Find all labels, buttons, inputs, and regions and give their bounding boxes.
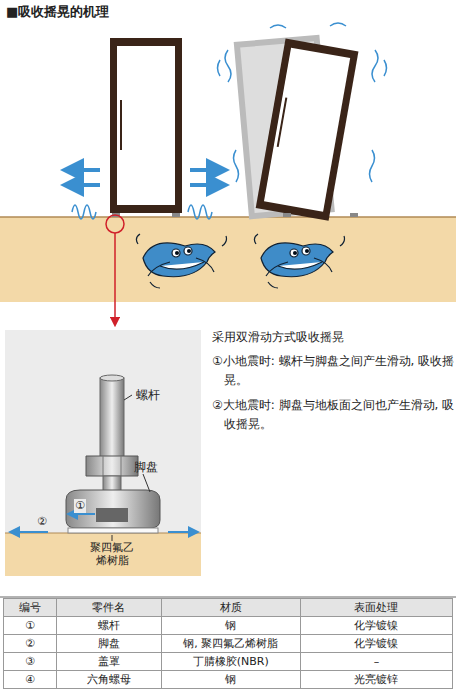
table-cell: 钢, 聚四氟乙烯树脂 (161, 635, 300, 653)
table-cell: 光亮镀锌 (300, 671, 452, 689)
table-cell: 盖罩 (56, 653, 161, 671)
table-header: 编号 (4, 599, 57, 617)
table-cell: 化学镀镍 (300, 617, 452, 635)
table-cell: ④ (4, 671, 57, 689)
table-cell: 六角螺母 (56, 671, 161, 689)
note-text: ②大地震时: 脚盘与地板面之间也产生滑动, 吸收摇晃。 (212, 396, 456, 434)
part-name: 脚盘 (134, 460, 158, 476)
table-cell: 丁腈橡胶(NBR) (161, 653, 300, 671)
table-cell: ① (4, 617, 57, 635)
table-cell: 钢 (161, 671, 300, 689)
table-cell: 脚盘 (56, 635, 161, 653)
note-text: 采用双滑动方式吸收摇晃 (212, 330, 344, 346)
table-cell: – (300, 653, 452, 671)
table-header: 材质 (161, 599, 300, 617)
part-name: 螺杆 (136, 388, 160, 404)
table-cell: ② (4, 635, 57, 653)
table-cell: ③ (4, 653, 57, 671)
callout-number: ② (36, 515, 48, 529)
parts-table: 编号零件名材质表面处理①螺杆钢化学镀镍②脚盘钢, 聚四氟乙烯树脂化学镀镍③盖罩丁… (3, 598, 453, 689)
note-text: ①小地震时: 螺杆与脚盘之间产生滑动, 吸收摇晃。 (212, 352, 456, 390)
table-cell: 螺杆 (56, 617, 161, 635)
table-header: 表面处理 (300, 599, 452, 617)
part-name: 聚四氟乙烯树脂 (88, 542, 136, 567)
callout-number: ① (74, 499, 86, 513)
table-cell: 化学镀镍 (300, 635, 452, 653)
title: ■吸收摇晃的机理 (6, 4, 109, 21)
table-header: 零件名 (56, 599, 161, 617)
table-cell: 钢 (161, 617, 300, 635)
